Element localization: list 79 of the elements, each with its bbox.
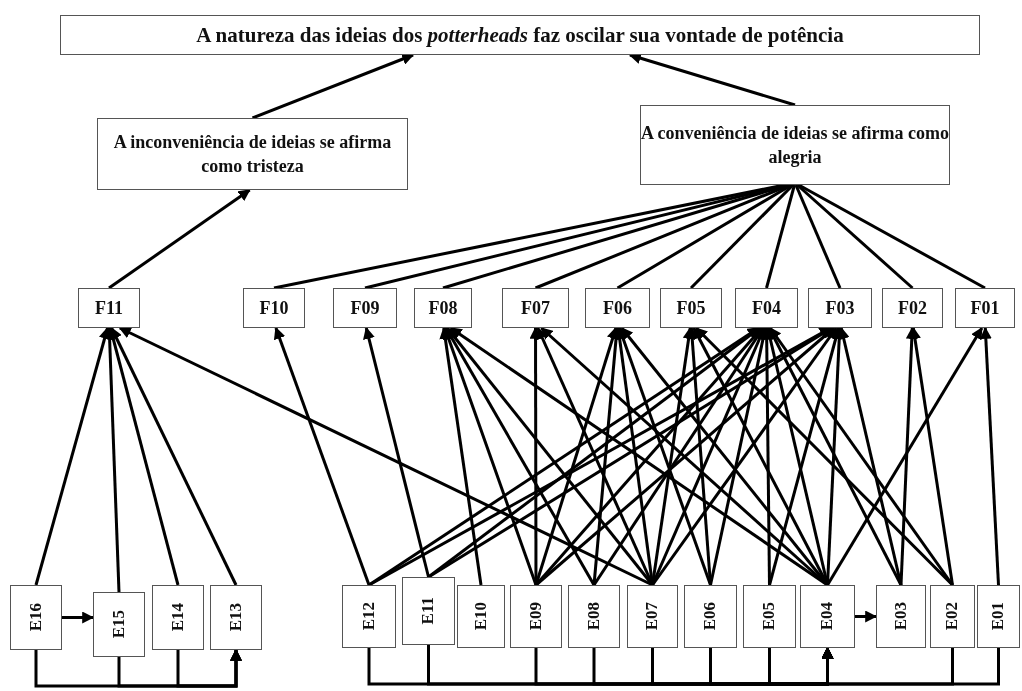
element-box [743, 585, 796, 648]
node-label: F06 [603, 296, 632, 320]
node-label: E09 [524, 602, 546, 631]
element-box [152, 585, 204, 650]
element-box [800, 585, 855, 648]
node-label: F02 [898, 296, 927, 320]
arrow [651, 327, 838, 586]
element-box [930, 585, 975, 648]
element-box [10, 585, 62, 650]
node-label: E10 [469, 602, 491, 631]
element-box [568, 585, 620, 648]
node-label: E11 [417, 597, 439, 625]
node-label: F09 [350, 296, 380, 320]
node-label: F05 [676, 296, 706, 320]
node-label: F11 [95, 296, 123, 320]
node-label: F08 [428, 296, 458, 320]
factor-box [78, 288, 140, 328]
arrow [855, 610, 878, 623]
element-box [93, 592, 145, 657]
node-label: E07 [641, 602, 663, 631]
factor-box [955, 288, 1015, 328]
arrow [273, 326, 371, 586]
arrow [34, 326, 111, 586]
factor-box [333, 288, 397, 328]
node-label: F01 [970, 296, 1000, 320]
arrow [826, 326, 984, 586]
factor-box [502, 288, 569, 328]
node-label: E01 [987, 602, 1009, 631]
factor-box [735, 288, 798, 328]
factor-box [585, 288, 650, 328]
node-label: E04 [816, 602, 838, 631]
element-box [342, 585, 396, 648]
node-label: E02 [941, 602, 963, 631]
arrow [176, 648, 242, 688]
arrow [62, 611, 95, 624]
factor-box [882, 288, 943, 328]
arrow [110, 326, 238, 586]
statement-box [640, 105, 950, 185]
element-box [876, 585, 926, 648]
node-label: F04 [752, 296, 781, 320]
arrow [108, 188, 251, 290]
node-label: E13 [224, 603, 246, 632]
arrow [439, 326, 483, 586]
element-box [684, 585, 737, 648]
factor-box [660, 288, 722, 328]
node-label: E05 [758, 602, 780, 631]
element-box [210, 585, 262, 650]
factor-box [243, 288, 305, 328]
node-label: F03 [825, 296, 855, 320]
statement-box [97, 118, 408, 190]
arrow [103, 326, 121, 593]
arrow [107, 326, 180, 586]
factor-box [414, 288, 472, 328]
node-label: E15 [107, 610, 129, 639]
node-label: E08 [582, 602, 604, 631]
node-label: E12 [357, 602, 379, 631]
node-label: E06 [699, 602, 721, 631]
node-label: F07 [521, 296, 550, 320]
arrow [251, 53, 415, 120]
arrow [899, 326, 918, 586]
node-label: E14 [166, 603, 188, 632]
arrow [363, 326, 430, 578]
element-box [402, 577, 455, 645]
node-label: A natureza das ideias dos potterheads faz oscilar sua vontade de potência [196, 21, 844, 49]
node-label: A inconveniência de ideias se afirma como tristeza [112, 130, 393, 178]
node-label: E16 [24, 603, 46, 632]
element-box [977, 585, 1020, 648]
arrow [979, 326, 1000, 586]
arrow [617, 326, 712, 586]
node-label: E03 [889, 602, 911, 631]
factor-box [808, 288, 872, 328]
arrow [909, 326, 954, 586]
title-box [60, 15, 980, 55]
node-label: A conveniência de ideias se afirma como alegria [641, 121, 949, 169]
node-label: F10 [259, 296, 289, 320]
arrow [769, 327, 954, 586]
element-box [627, 585, 678, 648]
element-box [457, 585, 505, 648]
element-box [510, 585, 562, 648]
